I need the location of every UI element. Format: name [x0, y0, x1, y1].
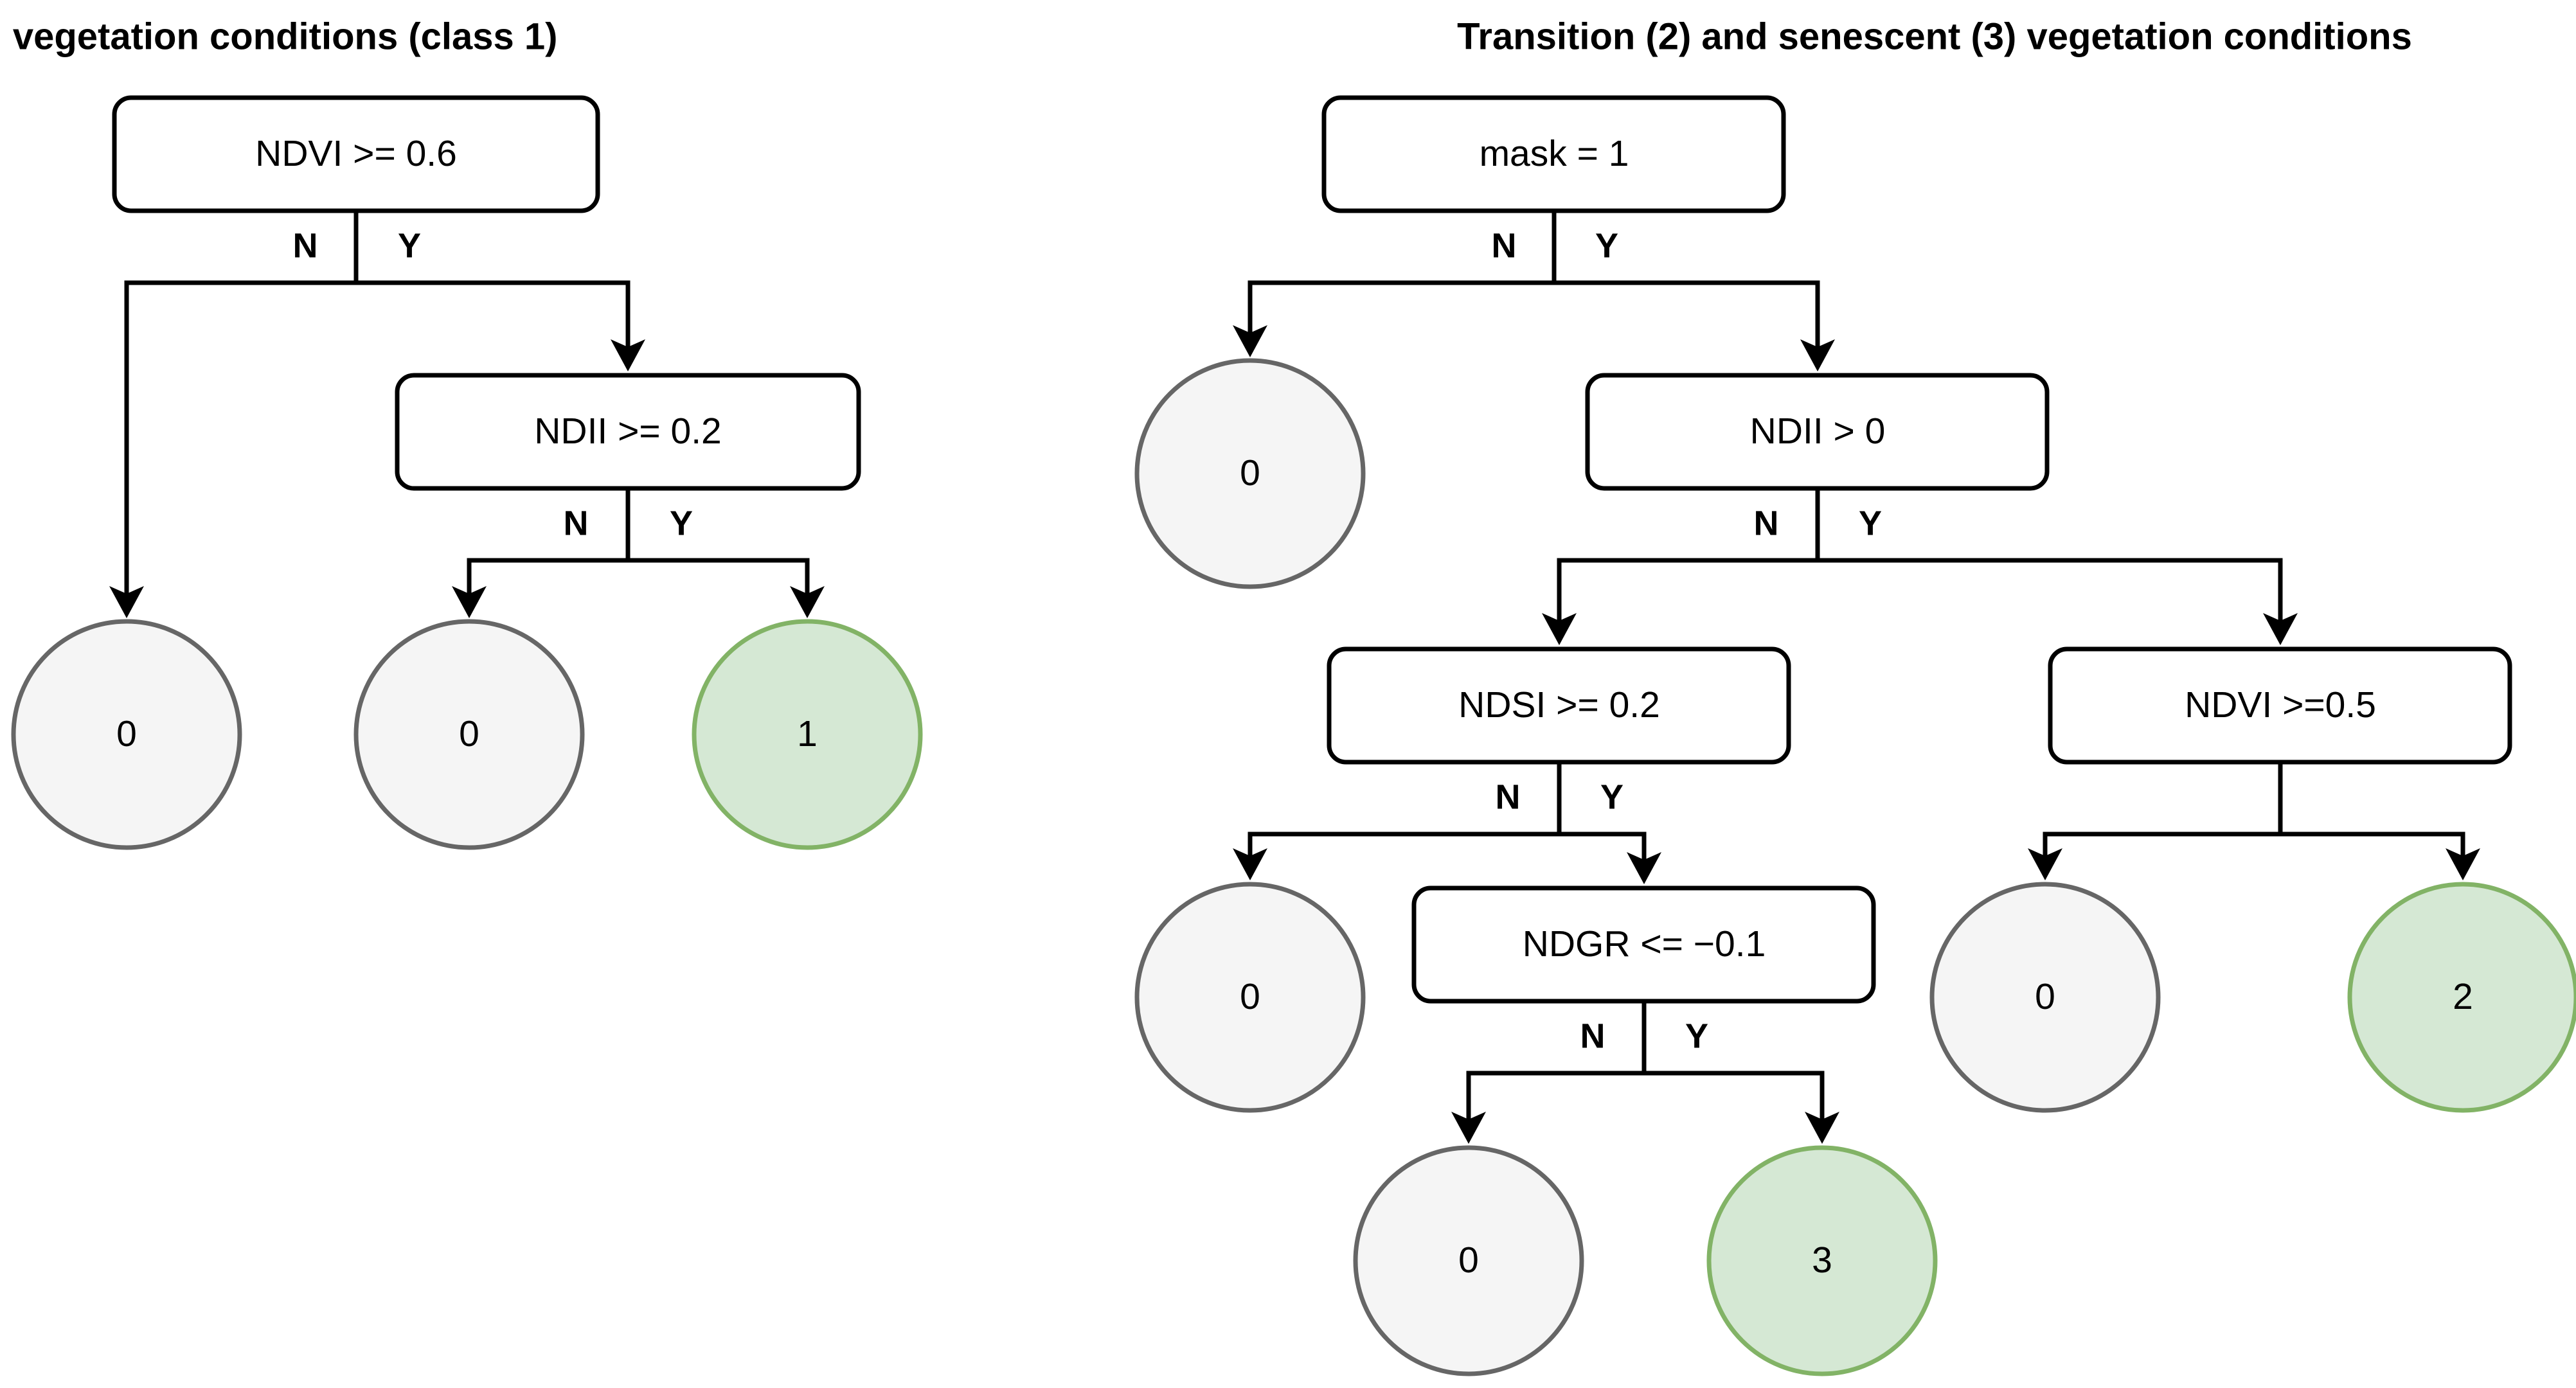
branch-label-bl-ndgr-n: N [1580, 1017, 1606, 1055]
decision-label-ndii0: NDII > 0 [1750, 411, 1886, 452]
edge-e-ndvi05-no [2043, 832, 2280, 866]
arrow-head-ah-ndvi05-no [2028, 848, 2062, 880]
branch-label-bl-ndii0-n: N [1754, 504, 1779, 542]
decision-box-ndvi06 [112, 95, 600, 213]
branch-label-bl-ndvi06-y: Y [398, 226, 421, 265]
leaf-circle-leaf-b [353, 619, 585, 850]
edge-e-ndgr-yes [1644, 1071, 1825, 1130]
arrow-head-ah-ndii0-no [1542, 613, 1577, 645]
leaf-node-leaf-b[interactable]: 0 [353, 619, 585, 850]
edge-e-mask1-no [1248, 280, 1554, 343]
arrow-head-ah-ndgr-no [1451, 1112, 1486, 1144]
decision-label-ndvi05: NDVI >=0.5 [2185, 684, 2376, 725]
decision-node-ndii0[interactable]: NDII > 0 [1585, 373, 2050, 491]
leaf-label-leaf-a: 0 [116, 713, 137, 754]
leaf-label-leaf-e: 0 [1240, 976, 1260, 1017]
decision-label-ndvi06: NDVI >= 0.6 [255, 133, 457, 174]
leaf-node-leaf-i[interactable]: 2 [2347, 882, 2576, 1113]
decision-box-ndii02 [395, 373, 861, 491]
branch-labels: N Y N Y N Y N Y N Y N Y [293, 226, 1883, 1055]
leaf-circle-leaf-c [692, 619, 923, 850]
decision-box-ndvi05 [2048, 646, 2512, 765]
branch-label-bl-mask1-y: Y [1595, 226, 1618, 265]
decision-label-mask1: mask = 1 [1480, 133, 1629, 174]
decision-label-ndsi02: NDSI >= 0.2 [1458, 684, 1660, 725]
leaf-label-leaf-d: 0 [1240, 452, 1260, 494]
arrow-head-ah-ndvi06-yes [611, 339, 645, 371]
decision-box-ndsi02 [1327, 646, 1791, 765]
arrow-head-ah-mask1-no [1233, 325, 1267, 357]
leaf-nodes: 0 0 1 0 0 0 3 0 2 [11, 358, 2576, 1376]
arrow-head-ah-mask1-yes [1800, 339, 1835, 371]
branch-label-bl-ndsi02-y: Y [1600, 778, 1623, 816]
decision-node-ndsi02[interactable]: NDSI >= 0.2 [1327, 646, 1791, 765]
decision-label-ndgr01: NDGR <= −0.1 [1523, 923, 1766, 965]
leaf-circle-leaf-a [11, 619, 242, 850]
edge-e-ndvi06-no [124, 280, 356, 604]
panel-title-growing: Growing vegetation conditions (class 1) [0, 15, 557, 57]
leaf-node-leaf-e[interactable]: 0 [1134, 882, 1366, 1113]
decision-box-mask1 [1321, 95, 1786, 213]
decision-label-ndii02: NDII >= 0.2 [534, 411, 722, 452]
edge-e-ndsi02-yes [1559, 832, 1647, 870]
branch-label-bl-ndsi02-n: N [1496, 778, 1521, 816]
edge-e-ndvi06-yes [356, 280, 631, 357]
edge-e-ndii0-yes [1818, 558, 2283, 631]
arrow-head-ah-ndsi02-no [1233, 848, 1267, 880]
arrow-head-ah-ndsi02-yes [1627, 852, 1661, 884]
leaf-node-leaf-a[interactable]: 0 [11, 619, 242, 850]
leaf-circle-leaf-f [1353, 1145, 1584, 1376]
leaf-node-leaf-g[interactable]: 3 [1706, 1145, 1938, 1376]
leaf-node-leaf-f[interactable]: 0 [1353, 1145, 1584, 1376]
branch-label-bl-ndii02-y: Y [670, 504, 693, 542]
edge-e-ndii02-yes [628, 558, 810, 604]
leaf-circle-leaf-e [1134, 882, 1366, 1113]
decision-node-ndgr01[interactable]: NDGR <= −0.1 [1411, 885, 1876, 1004]
arrow-head-ah-ndii02-no [452, 586, 487, 618]
leaf-circle-leaf-g [1706, 1145, 1938, 1376]
decision-box-ndii0 [1585, 373, 2050, 491]
edge-e-ndii0-no [1557, 558, 1818, 631]
leaf-circle-leaf-h [1929, 882, 2161, 1113]
decision-node-ndii02[interactable]: NDII >= 0.2 [395, 373, 861, 491]
arrow-head-ah-ndvi05-yes [2446, 848, 2480, 880]
leaf-circle-leaf-d [1134, 358, 1366, 589]
arrow-head-ah-ndii0-yes [2263, 613, 2298, 645]
leaf-node-leaf-d[interactable]: 0 [1134, 358, 1366, 589]
branch-label-bl-ndgr-y: Y [1685, 1017, 1708, 1055]
leaf-label-leaf-h: 0 [2035, 976, 2055, 1017]
leaf-node-leaf-c[interactable]: 1 [692, 619, 923, 850]
branch-label-bl-mask1-n: N [1492, 226, 1517, 265]
leaf-label-leaf-f: 0 [1458, 1240, 1479, 1281]
edge-e-ndgr-no [1466, 1071, 1644, 1130]
edge-e-ndvi05-yes [2280, 832, 2465, 866]
branch-label-bl-ndii0-y: Y [1859, 504, 1882, 542]
leaf-label-leaf-i: 2 [2453, 976, 2473, 1017]
decision-node-mask1[interactable]: mask = 1 [1321, 95, 1786, 213]
leaf-circle-leaf-i [2347, 882, 2576, 1113]
leaf-label-leaf-c: 1 [797, 713, 818, 754]
edge-connectors [124, 211, 2465, 1130]
leaf-node-leaf-h[interactable]: 0 [1929, 882, 2161, 1113]
branch-label-bl-ndvi06-n: N [293, 226, 318, 265]
arrow-head-ah-ndvi06-no [109, 586, 144, 618]
arrow-head-ah-ndgr-yes [1805, 1112, 1839, 1144]
arrow-heads [109, 325, 2480, 1144]
panel-title-transition-senescent: Transition (2) and senescent (3) vegetat… [1457, 15, 2412, 57]
edge-e-mask1-yes [1554, 280, 1820, 357]
branch-label-bl-ndii02-n: N [564, 504, 589, 542]
decision-node-ndvi06[interactable]: NDVI >= 0.6 [112, 95, 600, 213]
decision-box-ndgr01 [1411, 885, 1876, 1004]
panel-titles: Growing vegetation conditions (class 1) … [0, 15, 2412, 57]
leaf-label-leaf-b: 0 [459, 713, 479, 754]
edge-e-ndsi02-no [1248, 832, 1559, 866]
decision-node-ndvi05[interactable]: NDVI >=0.5 [2048, 646, 2512, 765]
arrow-head-ah-ndii02-yes [790, 586, 825, 618]
leaf-label-leaf-g: 3 [1812, 1240, 1832, 1281]
edge-e-ndii02-no [467, 558, 628, 604]
